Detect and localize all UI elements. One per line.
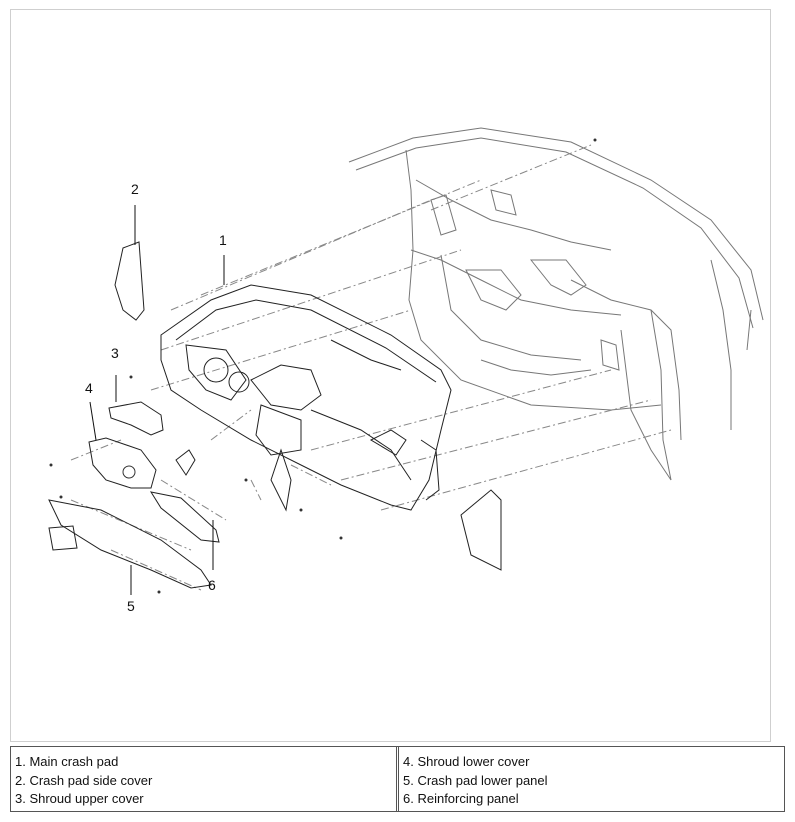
fastener-screws (49, 138, 597, 594)
legend-item: 1. Main crash pad (15, 754, 119, 769)
shroud-lower-cover (88, 437, 157, 489)
legend-item: 5. Crash pad lower panel (403, 772, 548, 788)
legend-item: 6. Reinforcing panel (403, 791, 519, 806)
callout-leaders (89, 205, 225, 595)
callout-1: 1 (219, 232, 227, 248)
crash-pad-side-cover (114, 241, 145, 321)
vehicle-body-shell (348, 127, 764, 481)
legend-column-left: 1. Main crash pad 2. Crash pad side cove… (11, 747, 396, 811)
callout-6: 6 (208, 577, 216, 593)
parts-legend-table: 1. Main crash pad 2. Crash pad side cove… (10, 746, 785, 812)
legend-item: 4. Shroud lower cover (403, 754, 530, 769)
callout-3: 3 (111, 345, 119, 361)
callout-2: 2 (131, 181, 139, 197)
side-trim-panel (460, 489, 502, 571)
legend-column-right: 4. Shroud lower cover 5. Crash pad lower… (396, 747, 784, 811)
callout-4: 4 (85, 380, 93, 396)
crash-pad-lower-panel (48, 499, 212, 589)
legend-item: 2. Crash pad side cover (15, 772, 153, 788)
callout-5: 5 (127, 598, 135, 614)
main-crash-pad (160, 284, 452, 512)
diagram-drawing (48, 127, 764, 595)
reinforcing-panel (149, 491, 220, 543)
legend-item: 3. Shroud upper cover (15, 791, 144, 806)
shroud-upper-cover (108, 401, 164, 436)
exploded-parts-diagram: 1 2 3 4 5 6 (10, 9, 771, 742)
assembly-guide-lines (70, 144, 672, 591)
